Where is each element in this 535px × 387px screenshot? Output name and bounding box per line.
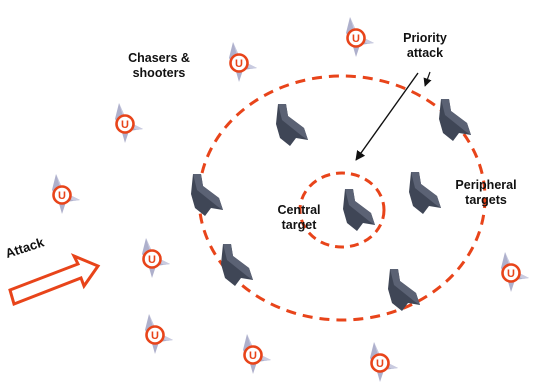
target-drone-icon: [409, 172, 441, 214]
target-drone-icon: [439, 99, 471, 141]
central-target-label: Central target: [277, 203, 321, 232]
attacker-drone-icon: [50, 172, 82, 216]
target-drone-icon: [276, 104, 308, 146]
central-ring: [298, 171, 386, 249]
attacker-drone-icon: [140, 236, 172, 280]
priority-attack-label: Priority attack: [403, 31, 447, 60]
attack-arrow-icon: [8, 253, 101, 306]
attacker-drone-icon: [143, 312, 175, 356]
attacker-drone-icon: [227, 40, 259, 84]
peripheral-targets-label: Peripheral targets: [455, 178, 517, 207]
target-drone-icon: [343, 189, 375, 231]
chasers-shooters-label: Chasers & shooters: [128, 51, 190, 80]
target-drone-icon: [221, 244, 253, 286]
priority-arrow: [355, 72, 419, 161]
priority-arrow-short: [423, 71, 432, 87]
target-drone-icon: [191, 174, 223, 216]
target-drone-icon: [388, 269, 420, 311]
attacker-drone-icon: [344, 15, 376, 59]
attacker-drone-icon: [113, 101, 145, 145]
attacker-drone-icon: [241, 332, 273, 376]
attacker-drone-icon: [499, 250, 531, 294]
attacker-drone-icon: [368, 340, 400, 384]
